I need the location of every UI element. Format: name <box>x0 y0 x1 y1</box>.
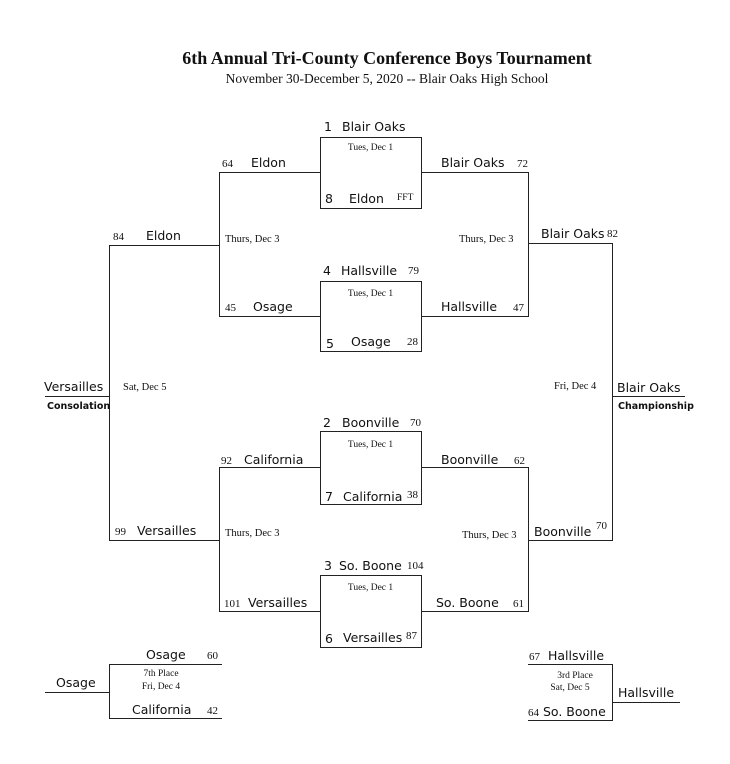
game2-date: Tues, Dec 1 <box>347 289 394 299</box>
game2-bottom-score: 28 <box>407 336 418 348</box>
seventh-place-top-score: 60 <box>207 650 218 662</box>
championship-hallsville-team: Hallsville <box>441 299 498 314</box>
championship-label: Championship <box>618 401 694 412</box>
consolation-final-bracket <box>109 245 220 541</box>
consolation-versailles-score: 101 <box>224 598 241 610</box>
game3-top-team: Boonville <box>342 415 400 430</box>
championship-final-top-team: Blair Oaks <box>541 226 605 241</box>
third-place-top-score: 67 <box>529 651 540 663</box>
championship-final-bottom-score: 70 <box>596 520 607 532</box>
consolation-final-bottom-score: 99 <box>115 526 126 538</box>
seventh-place-bottom-score: 42 <box>207 705 218 717</box>
game1-top-seed: 1 <box>324 119 332 134</box>
game4-bottom-seed: 6 <box>325 631 333 646</box>
game3-bottom-score: 38 <box>407 489 418 501</box>
consolation-osage-score: 45 <box>225 302 236 314</box>
game1-top-team: Blair Oaks <box>342 119 406 134</box>
consolation-california-score: 92 <box>221 455 232 467</box>
game1-bottom-seed: 8 <box>325 191 333 206</box>
third-place-bottom-team: So. Boone <box>543 704 606 719</box>
championship-blair-oaks-score: 72 <box>517 158 528 170</box>
page-title: 6th Annual Tri-County Conference Boys To… <box>182 48 592 68</box>
consolation-semi-top-bracket <box>219 172 321 317</box>
game2-top-score: 79 <box>408 265 419 277</box>
game3-bottom-team: California <box>343 489 403 504</box>
championship-so-boone-team: So. Boone <box>436 595 499 610</box>
game3-top-score: 70 <box>410 417 421 429</box>
seventh-place-winner: Osage <box>56 675 96 690</box>
consolation-osage-team: Osage <box>253 299 293 314</box>
championship-boonville-team: Boonville <box>441 452 499 467</box>
championship-final-date: Fri, Dec 4 <box>554 381 597 392</box>
championship-semi-bottom-bracket <box>421 467 529 612</box>
championship-final-top-score: 82 <box>607 228 618 240</box>
consolation-versailles-team: Versailles <box>248 595 308 610</box>
consolation-final-bottom-team: Versailles <box>137 523 197 538</box>
consolation-eldon-team: Eldon <box>251 155 286 170</box>
championship-hallsville-score: 47 <box>513 302 524 314</box>
game2-top-seed: 4 <box>323 263 331 278</box>
third-place-winner: Hallsville <box>618 685 675 700</box>
game3-top-seed: 2 <box>323 415 331 430</box>
consolation-semi-bottom-date: Thurs, Dec 3 <box>225 528 280 539</box>
third-place-bracket <box>528 664 613 721</box>
championship-final-bottom-team: Boonville <box>534 524 592 539</box>
seventh-place-top-team: Osage <box>146 647 186 662</box>
third-place-bottom-score: 64 <box>528 707 539 719</box>
game2-bottom-seed: 5 <box>326 336 334 351</box>
seventh-place-label: 7th Place <box>143 669 179 679</box>
game4-bottom-team: Versailles <box>343 630 403 645</box>
consolation-california-team: California <box>244 452 304 467</box>
game2-top-team: Hallsville <box>341 263 398 278</box>
consolation-final-top-team: Eldon <box>146 228 181 243</box>
consolation-semi-top-date: Thurs, Dec 3 <box>225 234 280 245</box>
championship-blair-oaks-team: Blair Oaks <box>441 155 505 170</box>
game3-bottom-seed: 7 <box>325 489 333 504</box>
championship-winner: Blair Oaks <box>617 380 681 395</box>
championship-boonville-score: 62 <box>514 455 525 467</box>
consolation-label: Consolation <box>47 401 111 412</box>
consolation-eldon-score: 64 <box>222 158 233 170</box>
game1-date: Tues, Dec 1 <box>347 143 394 153</box>
consolation-final-top-score: 84 <box>113 231 124 243</box>
seventh-place-bracket <box>109 664 222 719</box>
consolation-winner: Versailles <box>44 379 104 394</box>
game1-bottom-team: Eldon <box>349 191 384 206</box>
third-place-top-team: Hallsville <box>548 648 605 663</box>
third-place-date: Sat, Dec 5 <box>550 683 590 693</box>
seventh-place-date: Fri, Dec 4 <box>141 682 181 692</box>
championship-final-bracket <box>528 243 613 541</box>
game2-bottom-team: Osage <box>351 334 391 349</box>
game4-top-score: 104 <box>407 560 424 572</box>
game4-top-team: So. Boone <box>339 558 402 573</box>
championship-semi-bottom-date: Thurs, Dec 3 <box>462 530 517 541</box>
championship-so-boone-score: 61 <box>513 598 524 610</box>
game4-top-seed: 3 <box>324 558 332 573</box>
consolation-semi-bottom-bracket <box>219 467 321 612</box>
seventh-place-bottom-team: California <box>132 702 192 717</box>
game4-bottom-score: 87 <box>406 630 417 642</box>
game4-date: Tues, Dec 1 <box>347 583 394 593</box>
championship-semi-top-bracket <box>421 172 529 317</box>
championship-semi-top-date: Thurs, Dec 3 <box>459 234 514 245</box>
consolation-final-date: Sat, Dec 5 <box>123 382 167 393</box>
game3-date: Tues, Dec 1 <box>347 440 394 450</box>
page-subtitle: November 30-December 5, 2020 -- Blair Oa… <box>225 71 549 86</box>
game1-bottom-score: FFT <box>397 193 414 203</box>
third-place-label: 3rd Place <box>557 671 593 681</box>
